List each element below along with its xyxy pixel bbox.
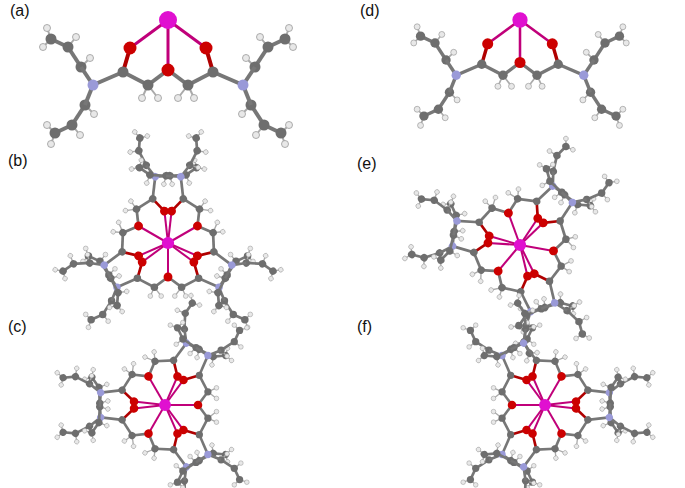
panel-label: (b) xyxy=(8,152,28,170)
panel-label: (c) xyxy=(8,318,27,336)
panel-label: (f) xyxy=(357,318,372,336)
panel-label: (e) xyxy=(357,155,377,173)
panel-label: (a) xyxy=(10,2,30,20)
panel-label: (d) xyxy=(360,2,380,20)
